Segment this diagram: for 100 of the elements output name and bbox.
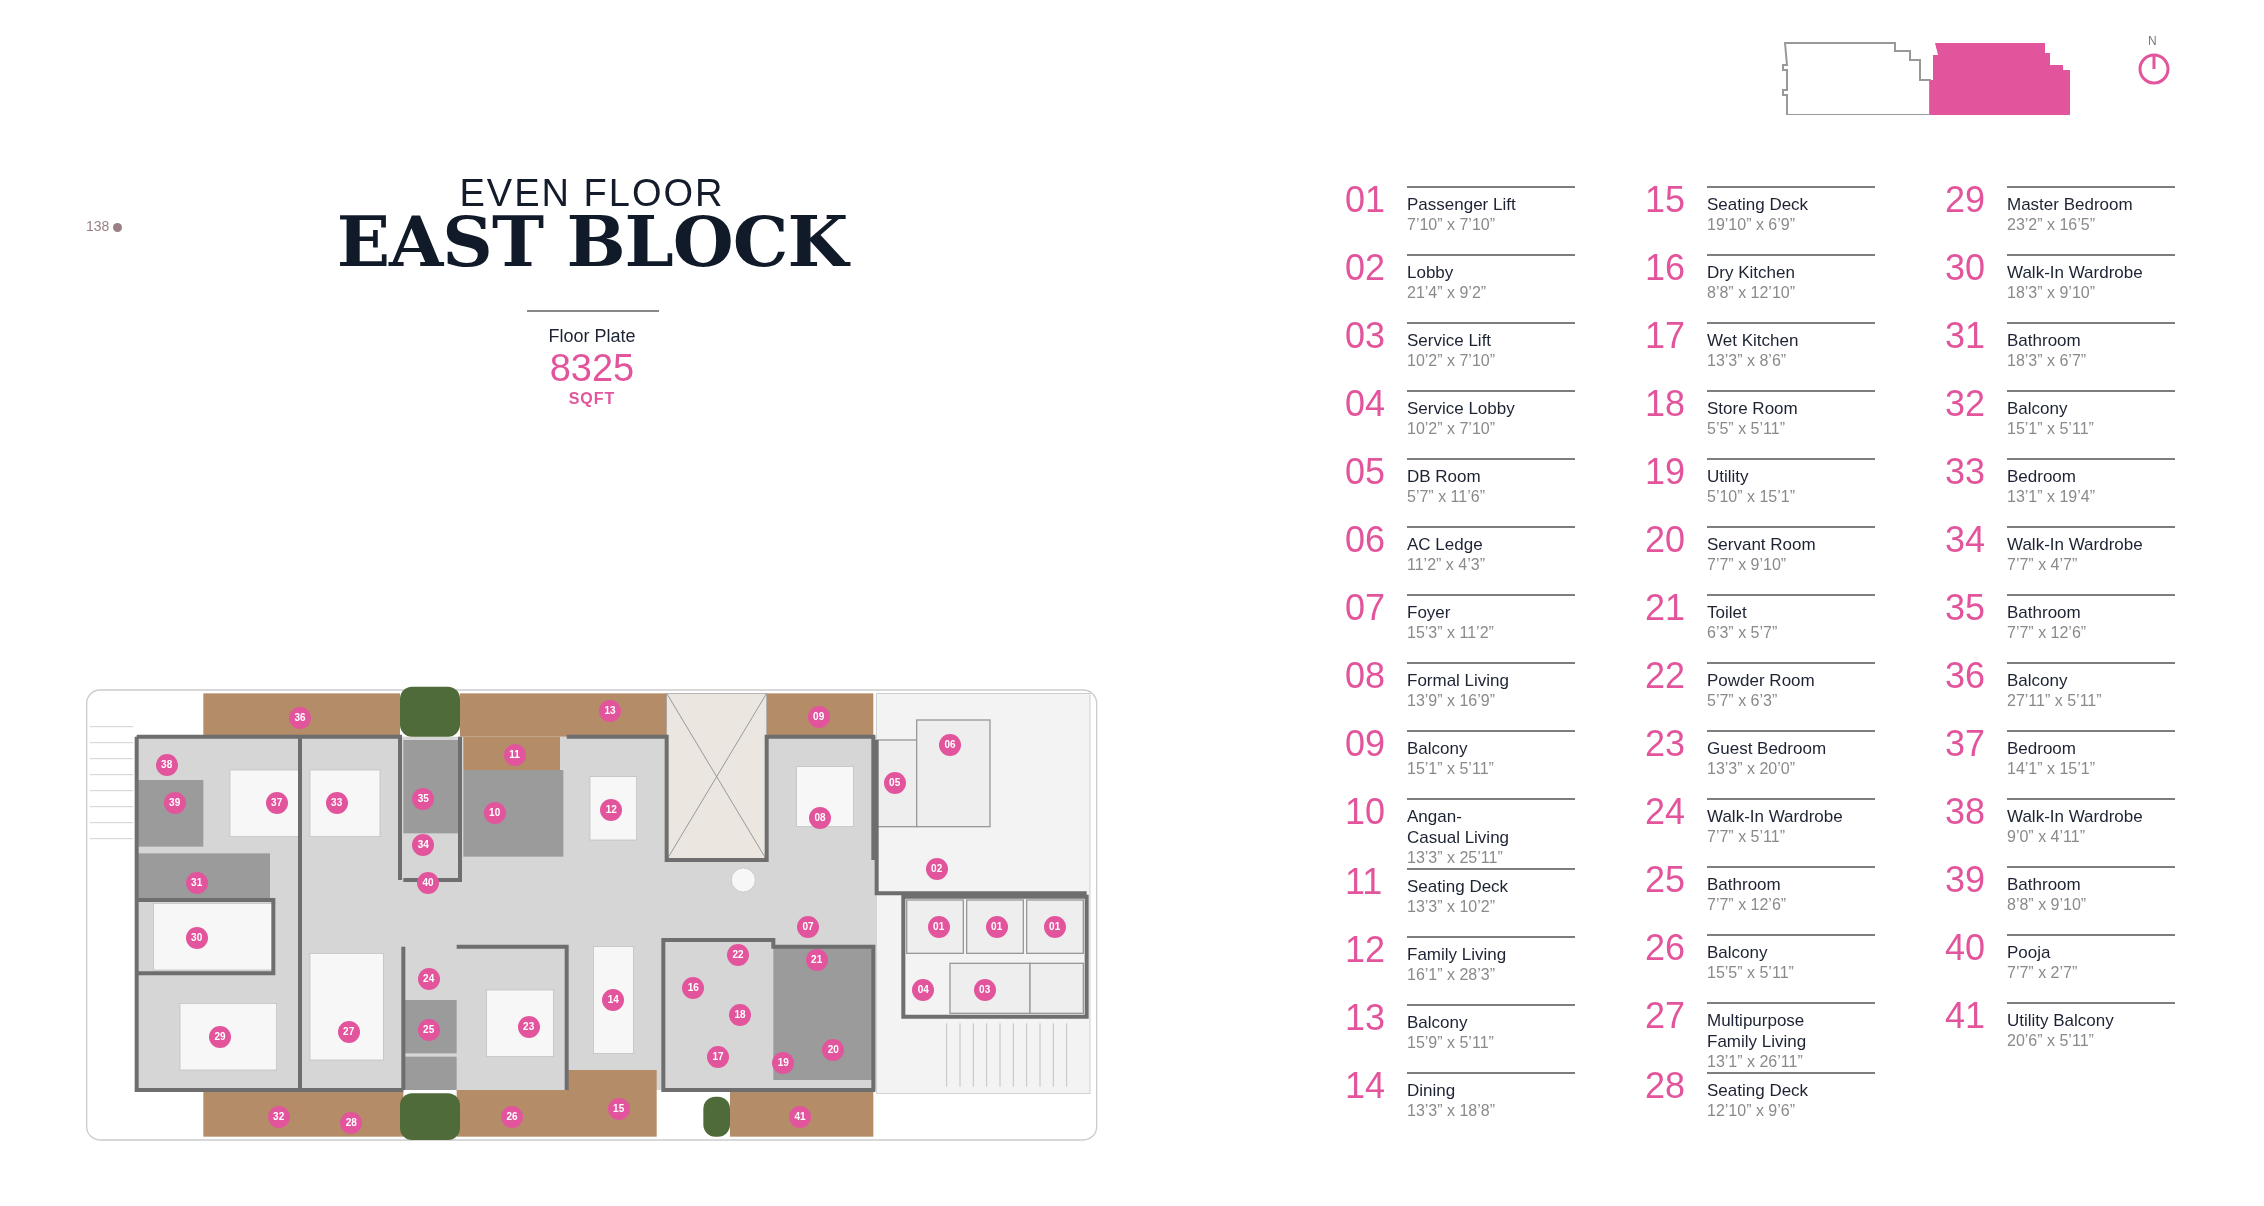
room-number: 23 xyxy=(1645,726,1687,766)
room-name: Toilet xyxy=(1707,602,1748,623)
room-number: 08 xyxy=(1345,658,1387,698)
room-dimensions: 15’1” x 5’11” xyxy=(1407,759,1495,779)
room-dimensions: 14’1” x 15’1” xyxy=(2007,759,2097,779)
room-dimensions: 27’11” x 5’11” xyxy=(2007,691,2103,711)
room-number: 09 xyxy=(1345,726,1387,766)
room-name: Walk-In Wardrobe xyxy=(2007,262,2144,283)
room-name: Service Lobby xyxy=(1407,398,1516,419)
room-dimensions: 10’2” x 7’10” xyxy=(1407,351,1497,371)
room-number: 33 xyxy=(1945,454,1987,494)
room-dimensions: 10’2” x 7’10” xyxy=(1407,419,1497,439)
room-number: 40 xyxy=(1945,930,1987,970)
room-number: 07 xyxy=(1345,590,1387,630)
room-dimensions: 15’1” x 5’11” xyxy=(2007,419,2095,439)
room-dimensions: 23’2” x 16’5” xyxy=(2007,215,2097,235)
room-number: 28 xyxy=(1645,1068,1687,1108)
room-dimensions: 13’3” x 20’0” xyxy=(1707,759,1797,779)
area-value: 8325 xyxy=(548,347,636,390)
room-name: Lobby xyxy=(1407,262,1455,283)
room-name: Dry Kitchen xyxy=(1707,262,1796,283)
page-number: 138 xyxy=(86,218,110,234)
room-name: Passenger Lift xyxy=(1407,194,1517,215)
room-name: Bathroom xyxy=(2007,602,2082,623)
room-number: 24 xyxy=(1645,794,1687,834)
room-dimensions: 19’10” x 6’9” xyxy=(1707,215,1797,235)
room-dimensions: 15’3” x 11’2” xyxy=(1407,623,1495,643)
room-dimensions: 7’7” x 12’6” xyxy=(2007,623,2088,643)
room-name: Bathroom xyxy=(2007,330,2082,351)
room-number: 38 xyxy=(1945,794,1987,834)
room-number: 36 xyxy=(1945,658,1987,698)
room-dimensions: 18’3” x 6’7” xyxy=(2007,351,2088,371)
area-unit: SQFT xyxy=(567,390,617,408)
room-name: Balcony xyxy=(2007,398,2069,419)
room-dimensions: 5’7” x 11’6” xyxy=(1407,487,1486,507)
room-name: Bathroom xyxy=(2007,874,2082,895)
room-name: Utility xyxy=(1707,466,1750,487)
room-name: Bathroom xyxy=(1707,874,1782,895)
room-number: 20 xyxy=(1645,522,1687,562)
room-dimensions: 15’5” x 5’11” xyxy=(1707,963,1795,983)
room-name: Utility Balcony xyxy=(2007,1010,2115,1031)
room-number: 10 xyxy=(1345,794,1387,834)
room-number: 06 xyxy=(1345,522,1387,562)
room-number: 12 xyxy=(1345,932,1387,972)
room-dimensions: 13’3” x 8’6” xyxy=(1707,351,1788,371)
room-number: 22 xyxy=(1645,658,1687,698)
room-name: Foyer xyxy=(1407,602,1452,623)
north-label: N xyxy=(2148,34,2157,48)
room-number: 02 xyxy=(1345,250,1387,290)
room-number: 14 xyxy=(1345,1068,1387,1108)
room-number: 39 xyxy=(1945,862,1987,902)
room-name: Master Bedroom xyxy=(2007,194,2134,215)
room-dimensions: 11’2” x 4’3” xyxy=(1407,555,1486,575)
room-dimensions: 13’9” x 16’9” xyxy=(1407,691,1497,711)
room-dimensions: 12’10” x 9’6” xyxy=(1707,1101,1797,1121)
room-number: 41 xyxy=(1945,998,1987,1038)
room-number: 04 xyxy=(1345,386,1387,426)
room-name: Bedroom xyxy=(2007,466,2077,487)
room-name: AC Ledge xyxy=(1407,534,1484,555)
room-number: 13 xyxy=(1345,1000,1387,1040)
room-dimensions: 7’7” x 9’10” xyxy=(1707,555,1788,575)
room-number: 15 xyxy=(1645,182,1687,222)
room-number: 01 xyxy=(1345,182,1387,222)
room-number: 11 xyxy=(1345,864,1384,904)
room-dimensions: 13’1” x 19’4” xyxy=(2007,487,2097,507)
room-number: 30 xyxy=(1945,250,1987,290)
room-dimensions: 6’3” x 5’7” xyxy=(1707,623,1779,643)
room-number: 21 xyxy=(1645,590,1687,630)
room-name: Family Living xyxy=(1407,944,1508,965)
room-name: DB Room xyxy=(1407,466,1482,487)
room-dimensions: 7’7” x 5’11” xyxy=(1707,827,1786,847)
room-dimensions: 7’10” x 7’10” xyxy=(1407,215,1497,235)
room-name: Walk-In Wardrobe xyxy=(2007,806,2144,827)
room-number: 16 xyxy=(1645,250,1687,290)
room-name: Balcony xyxy=(1407,1012,1469,1033)
room-dimensions: 13’1” x 26’11” xyxy=(1707,1052,1804,1072)
room-dimensions: 8’8” x 12’10” xyxy=(1707,283,1797,303)
room-dimensions: 13’3” x 18’8” xyxy=(1407,1101,1497,1121)
room-name: Balcony xyxy=(2007,670,2069,691)
room-dimensions: 20’6” x 5’11” xyxy=(2007,1031,2095,1051)
room-number: 17 xyxy=(1645,318,1687,358)
room-number: 27 xyxy=(1645,998,1687,1038)
room-dimensions: 15’9” x 5’11” xyxy=(1407,1033,1495,1053)
room-number: 34 xyxy=(1945,522,1987,562)
room-number: 31 xyxy=(1945,318,1987,358)
room-name: Walk-In Wardrobe xyxy=(1707,806,1844,827)
room-name: Seating Deck xyxy=(1707,1080,1810,1101)
room-dimensions: 5’7” x 6’3” xyxy=(1707,691,1779,711)
room-number: 29 xyxy=(1945,182,1987,222)
room-dimensions: 13’3” x 10’2” xyxy=(1407,897,1497,917)
room-dimensions: 7’7” x 4’7” xyxy=(2007,555,2079,575)
room-number: 19 xyxy=(1645,454,1687,494)
room-name: Dining xyxy=(1407,1080,1457,1101)
room-dimensions: 7’7” x 12’6” xyxy=(1707,895,1788,915)
room-name: Pooja xyxy=(2007,942,2052,963)
room-name: Seating Deck xyxy=(1407,876,1510,897)
room-number: 03 xyxy=(1345,318,1387,358)
room-name: Angan- Casual Living xyxy=(1407,806,1511,848)
room-dimensions: 21’4” x 9’2” xyxy=(1407,283,1488,303)
room-number: 25 xyxy=(1645,862,1687,902)
